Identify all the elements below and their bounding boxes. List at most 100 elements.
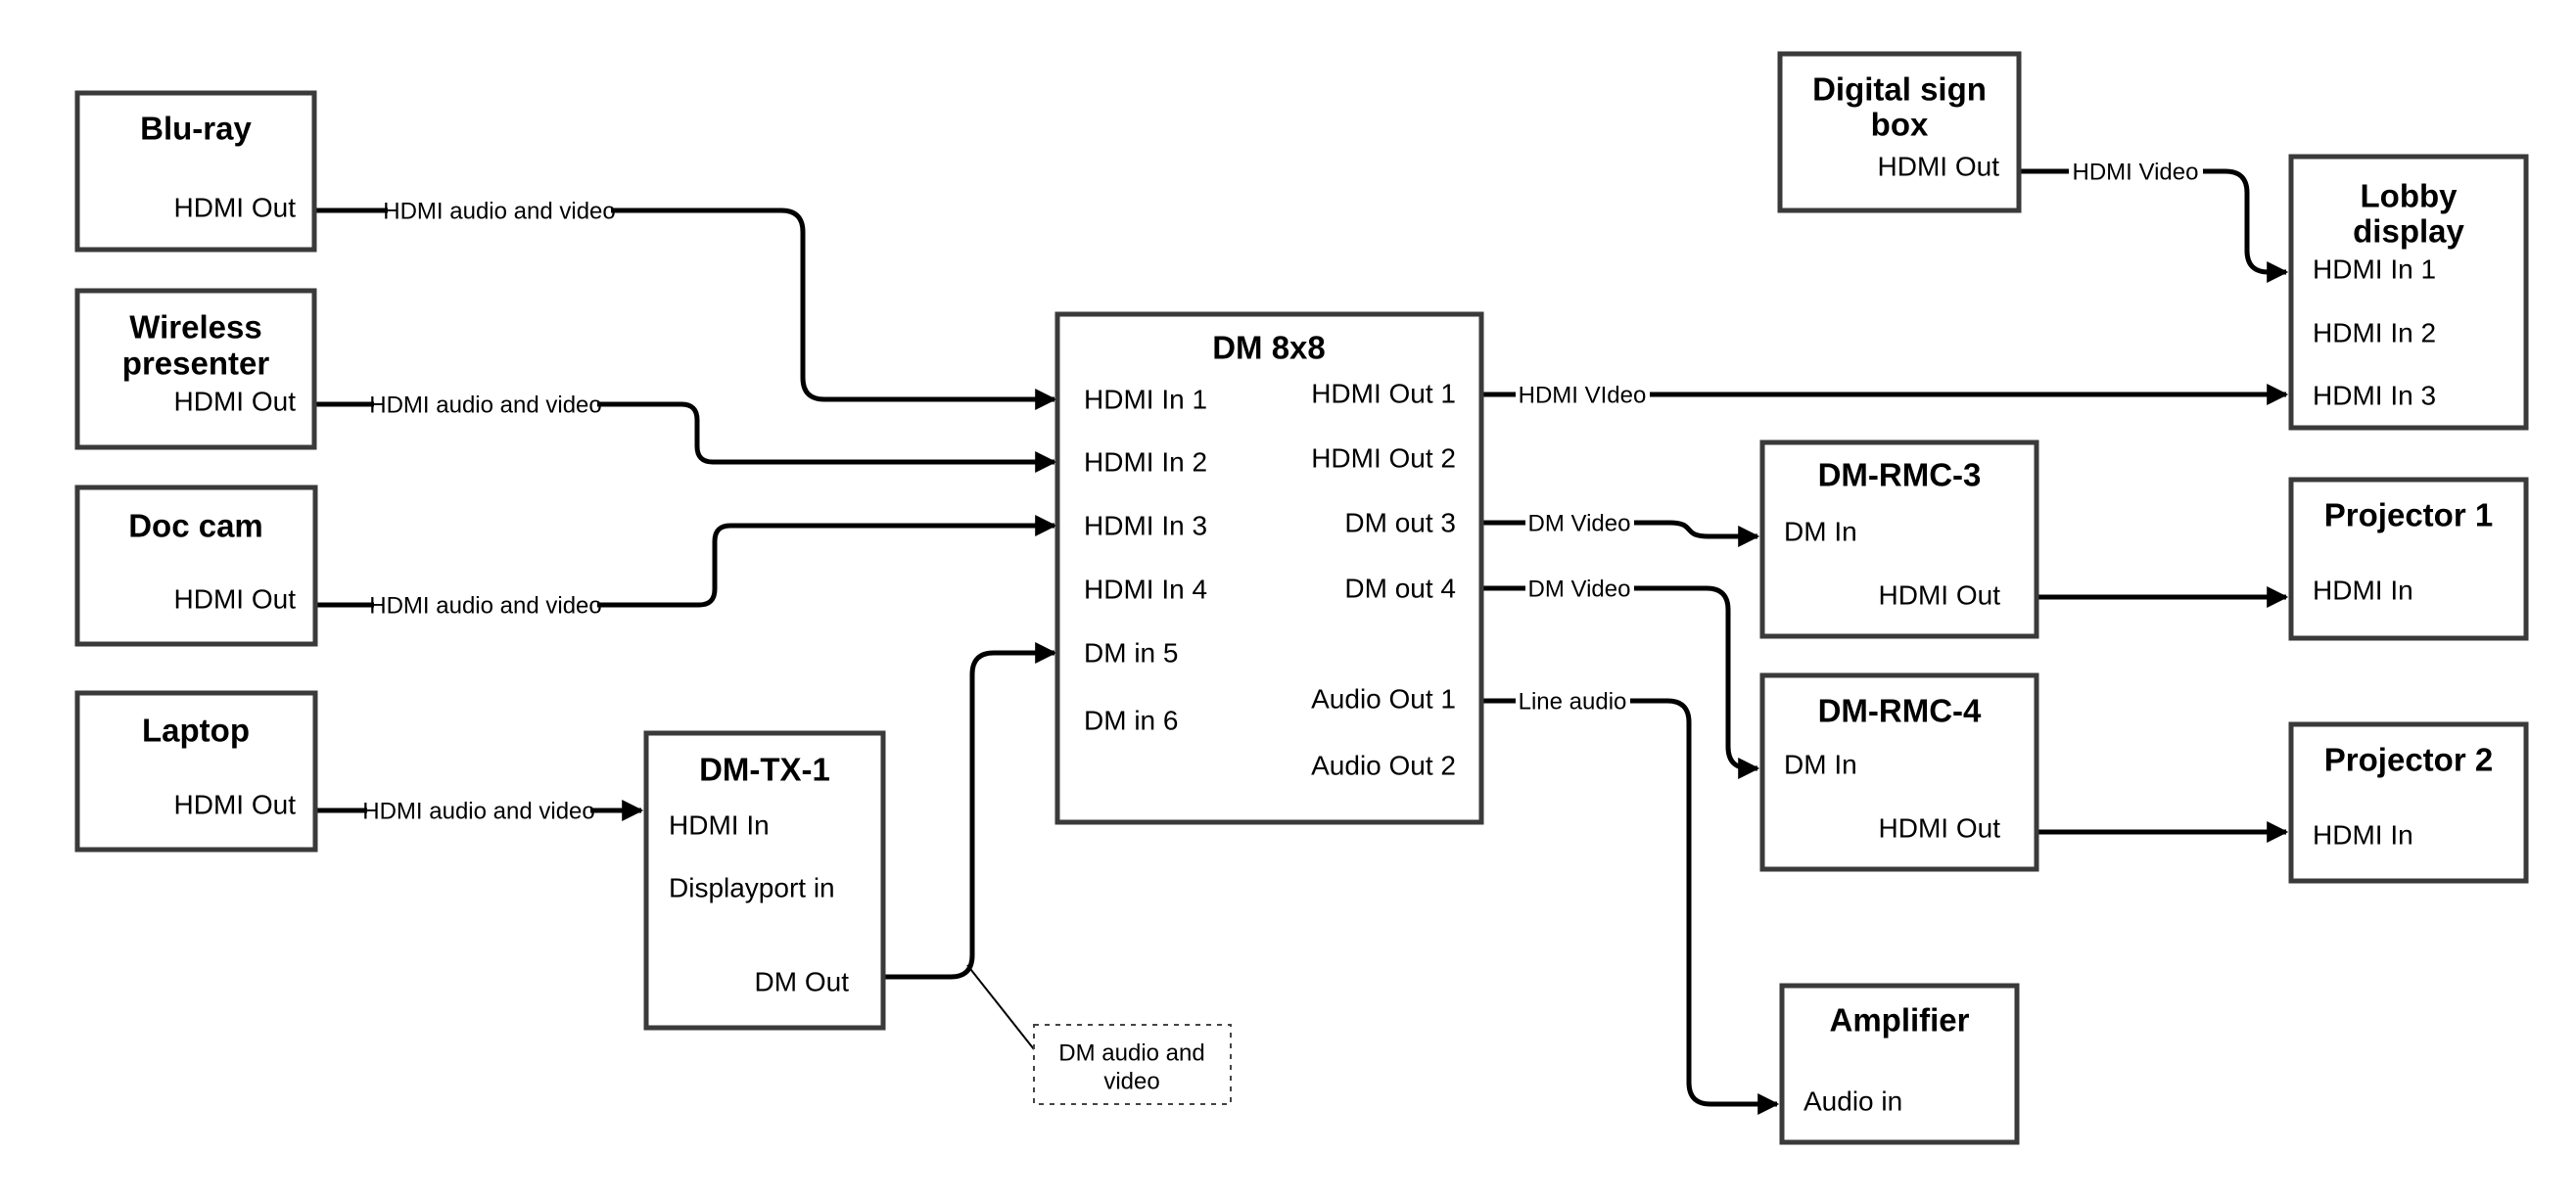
wire-label-text: Line audio (1519, 689, 1627, 716)
wire-label-bg (1516, 685, 1630, 716)
wire-label-text: HDMI audio and video (383, 199, 615, 225)
node-dmrmc4-port-dm-in: DM In (1784, 750, 1857, 780)
node-doccam: Doc cam HDMI Out (74, 485, 318, 647)
node-bluray: Blu-ray HDMI Out (74, 90, 317, 253)
wire-label-bg (367, 795, 590, 826)
node-dmrmc3-title: DM-RMC-3 (1818, 457, 1982, 493)
node-bluray-title: Blu-ray (140, 111, 252, 147)
wire-label-text: HDMI audio and video (369, 593, 601, 620)
wire-label-bg (374, 389, 597, 420)
wire-label-line-audio: Line audio (1516, 685, 1630, 716)
wire-label-hdmi-video-out1: HDMI VIdeo (1516, 379, 1650, 410)
node-doccam-box (74, 485, 318, 647)
wire-wireless-to-dm8x8-in2 (314, 401, 1057, 474)
node-wireless-title-line2: presenter (122, 346, 270, 382)
node-dm8x8-port-hdmi-in-1: HDMI In 1 (1084, 385, 1207, 415)
node-wireless-presenter: Wireless presenter HDMI Out (74, 288, 317, 450)
node-wireless-title-line1: Wireless (129, 309, 261, 346)
wire-digitalsign-to-lobby-in1 (2019, 168, 2289, 284)
node-laptop-port-hdmi-out: HDMI Out (174, 790, 297, 820)
node-lobby-port-hdmi-in-2: HDMI In 2 (2313, 318, 2436, 348)
node-amplifier-title: Amplifier (1829, 1002, 1969, 1039)
wire-dm8x8-out4-to-dmrmc4 (1481, 585, 1760, 780)
wire-dmtx1-to-dm8x8-in5 (883, 641, 1057, 980)
node-dm8x8-port-hdmi-out-1: HDMI Out 1 (1311, 379, 1456, 409)
wire-dm8x8-out3-to-dmrmc3 (1481, 520, 1760, 548)
node-dmtx1-box (643, 730, 886, 1031)
node-projector2-port-hdmi-in: HDMI In (2313, 820, 2413, 851)
node-dmrmc3-port-dm-in: DM In (1784, 517, 1857, 547)
node-projector2: Projector 2 HDMI In (2288, 721, 2529, 884)
node-projector1: Projector 1 HDMI In (2288, 477, 2529, 641)
node-laptop: Laptop HDMI Out (74, 690, 318, 853)
node-digitalsign-port-hdmi-out: HDMI Out (1878, 152, 2000, 182)
wire-label-dm-video-out4: DM Video (1525, 573, 1634, 604)
node-dm8x8-port-hdmi-in-2: HDMI In 2 (1084, 447, 1207, 478)
node-amplifier-box (1779, 983, 2020, 1145)
note-text-line2: video (1103, 1069, 1159, 1095)
wire-label-text: HDMI VIdeo (1519, 383, 1647, 409)
node-dm8x8-port-dm-out-4: DM out 4 (1344, 574, 1456, 604)
note-box (1033, 1024, 1232, 1105)
node-dmtx1-title: DM-TX-1 (699, 752, 830, 788)
node-doccam-title: Doc cam (128, 508, 263, 544)
node-dm8x8-box (1054, 311, 1484, 825)
node-dm8x8-port-dm-in-6: DM in 6 (1084, 706, 1178, 736)
node-dmtx1-port-dm-out: DM Out (755, 967, 850, 997)
node-projector1-title: Projector 1 (2324, 497, 2493, 533)
wire-label-doccam-av: HDMI audio and video (369, 589, 602, 621)
node-lobby-display: Lobby display HDMI In 1 HDMI In 2 HDMI I… (2288, 154, 2529, 431)
node-lobby-title-line2: display (2353, 213, 2464, 250)
node-lobby-title-line1: Lobby (2361, 178, 2459, 214)
node-lobby-box (2288, 154, 2529, 431)
node-dm8x8: DM 8x8 HDMI In 1 HDMI In 2 HDMI In 3 HDM… (1054, 311, 1484, 825)
node-dmrmc4-box (1759, 672, 2039, 872)
wire-label-digitalsign-video: HDMI Video (2069, 156, 2203, 187)
node-laptop-box (74, 690, 318, 853)
wire-label-wireless-av: HDMI audio and video (369, 389, 602, 420)
wire-label-dm-video-out3: DM Video (1525, 507, 1634, 538)
node-dm8x8-title: DM 8x8 (1212, 330, 1326, 366)
node-dmrmc3: DM-RMC-3 DM In HDMI Out (1759, 439, 2039, 639)
node-laptop-title: Laptop (142, 713, 250, 749)
node-digitalsign-box (1777, 51, 2022, 213)
node-wireless-port-hdmi-out: HDMI Out (174, 387, 297, 417)
wire-doccam-to-dm8x8-in3 (315, 514, 1057, 608)
node-amplifier: Amplifier Audio in (1779, 983, 2020, 1145)
node-dm8x8-port-audio-out-2: Audio Out 2 (1311, 751, 1456, 781)
note-leader-line (966, 964, 1035, 1050)
wire-label-bg (388, 195, 611, 226)
node-dmrmc3-port-hdmi-out: HDMI Out (1879, 580, 2001, 611)
node-dmtx1-port-displayport-in: Displayport in (669, 873, 835, 903)
node-dm8x8-port-hdmi-in-4: HDMI In 4 (1084, 575, 1207, 605)
wire-dm8x8-audio1-to-amp (1481, 698, 1780, 1116)
wire-label-bg (374, 589, 597, 621)
wire-label-text: DM Video (1528, 577, 1631, 603)
wire-label-bluray-av: HDMI audio and video (383, 195, 616, 226)
wire-label-laptop-av: HDMI audio and video (362, 795, 595, 826)
note-dm-audio-video: DM audio and video (1033, 1024, 1232, 1105)
wire-label-text: DM Video (1528, 511, 1631, 537)
wire-label-bg (1516, 379, 1650, 410)
wire-label-bg (1525, 573, 1634, 604)
node-projector2-title: Projector 2 (2324, 742, 2493, 778)
node-doccam-port-hdmi-out: HDMI Out (174, 584, 297, 615)
node-projector2-box (2288, 721, 2529, 884)
wire-label-text: HDMI audio and video (369, 393, 601, 419)
wire-label-bg (1525, 507, 1634, 538)
node-projector1-port-hdmi-in: HDMI In (2313, 576, 2413, 606)
node-dm8x8-port-hdmi-out-2: HDMI Out 2 (1311, 443, 1456, 474)
node-dmrmc3-box (1759, 439, 2039, 639)
note-text-line1: DM audio and (1058, 1040, 1204, 1067)
node-projector1-box (2288, 477, 2529, 641)
node-digitalsign-title-line1: Digital sign (1812, 71, 1987, 108)
node-dm8x8-port-dm-in-5: DM in 5 (1084, 638, 1178, 669)
node-dmrmc4-title: DM-RMC-4 (1818, 693, 1982, 729)
wire-label-text: HDMI Video (2073, 160, 2199, 186)
node-dm8x8-port-audio-out-1: Audio Out 1 (1311, 684, 1456, 715)
wire-label-bg (2069, 156, 2203, 187)
wire-label-text: HDMI audio and video (362, 799, 594, 825)
node-dm8x8-port-dm-out-3: DM out 3 (1344, 508, 1456, 538)
